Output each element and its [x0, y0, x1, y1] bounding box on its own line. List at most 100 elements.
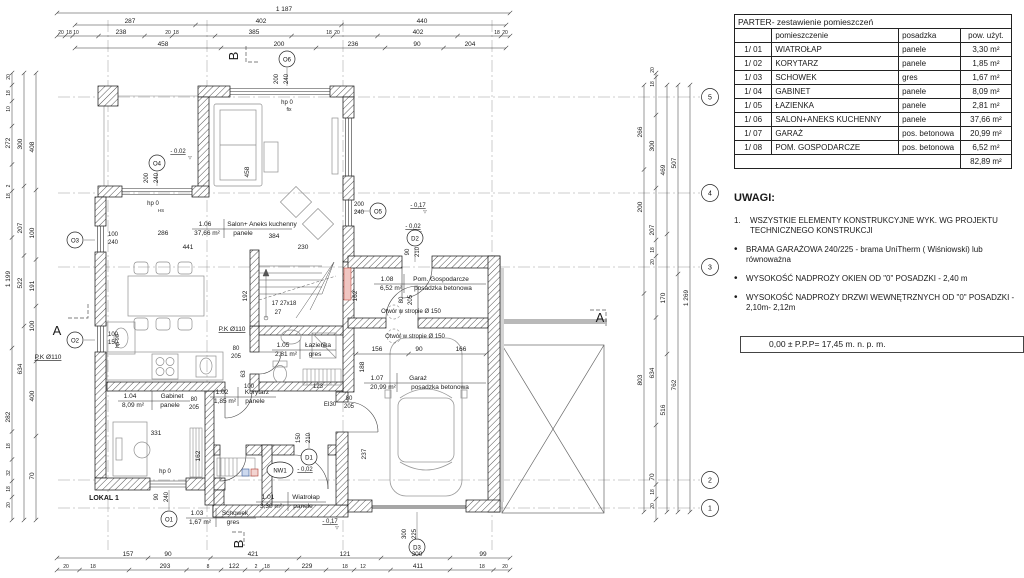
marker-bubble: [66, 331, 84, 349]
plan-label: 293: [160, 563, 171, 570]
plan-label: 20,99 m²: [370, 384, 396, 391]
col-header-floor: posadzka: [898, 28, 961, 43]
tv-cabinet: [331, 117, 339, 175]
plan-label: 240: [354, 210, 365, 216]
dim-tick: [641, 291, 647, 296]
table-cell: 1/ 06: [733, 112, 773, 127]
dim-tick: [184, 567, 189, 573]
plan-label: Otwór w stropie Ø 150: [381, 309, 441, 315]
plan-label: 18: [650, 489, 656, 495]
table-cell: ŁAZIENKA: [771, 98, 900, 113]
plan-label: 90: [164, 551, 172, 558]
toilet-tank: [272, 360, 288, 368]
plan-label: 20: [58, 30, 64, 36]
notes-heading: UWAGI:: [734, 192, 775, 204]
plan-label: - 0,02: [405, 224, 421, 230]
plan-label: 230: [298, 244, 309, 251]
plan-label: 522: [17, 277, 24, 288]
plan-label: 20: [650, 67, 656, 73]
dim-tick: [33, 257, 39, 262]
plan-label: 20: [6, 502, 12, 508]
plan-label: 20: [650, 503, 656, 509]
dim-tick: [406, 351, 411, 357]
grid-bubble: [701, 499, 719, 517]
grid-bubble-label: 3: [708, 265, 712, 272]
dim-tick: [96, 33, 101, 39]
dim-tick: [664, 509, 670, 515]
plan-label: 10: [6, 106, 12, 112]
dim-tick: [507, 10, 513, 16]
plan-label: 207: [649, 224, 656, 235]
dim-tick: [441, 45, 446, 51]
plan-label: 1.05: [277, 342, 290, 349]
plan-label: 421: [248, 551, 259, 558]
plan-label: hp 0: [147, 201, 159, 207]
dim-tick: [72, 22, 78, 28]
plan-label: 402: [256, 18, 267, 25]
plan-label: Łazienka: [305, 342, 331, 349]
plan-label: Schowek: [222, 510, 249, 517]
plan-label: 18: [6, 90, 12, 96]
plan-label: 63: [240, 370, 247, 378]
plan-label: Garaż: [409, 375, 427, 382]
dim-tick: [675, 509, 681, 515]
col-header-area: pow. użyt.: [959, 28, 1013, 43]
dim-tick: [259, 567, 264, 573]
note-bullet-2: • WYSOKOŚĆ NADPROŻY OKIEN OD "0" POSADZK…: [734, 272, 968, 284]
plan-label: posadzka betonowa: [414, 285, 472, 292]
plan-label: Pom. Gospodarcze: [413, 276, 469, 283]
plan-label: 204: [465, 41, 476, 48]
plan-label: 20: [502, 564, 508, 570]
marker-label: D3: [413, 545, 421, 551]
plan-label: 99: [479, 551, 487, 558]
marker-label: NW1: [273, 468, 287, 474]
plan-label: 1 187: [276, 6, 293, 13]
marker-bubble: [300, 448, 318, 466]
dim-tick: [9, 188, 15, 194]
grid-bubble-label: 4: [708, 191, 712, 198]
dim-tick: [54, 33, 60, 39]
dim-tick: [653, 482, 659, 487]
dim-tick: [675, 82, 681, 88]
plan-label: 150: [108, 340, 119, 346]
plan-label: hp 0: [159, 469, 171, 475]
level-datum-box: 0,00 ± P.P.P= 17,45 m. n. p. m.: [740, 336, 1024, 353]
doors: [219, 267, 433, 490]
plan-label: 210: [306, 432, 312, 443]
plan-label: 18: [494, 30, 500, 36]
toilet: [273, 365, 287, 383]
plan-label: 229: [302, 563, 313, 570]
plan-label: 803: [637, 374, 644, 385]
dim-tick: [388, 567, 393, 573]
stairs: [258, 261, 337, 321]
dim-tick: [653, 422, 659, 428]
col-header-room: pomieszczenie: [771, 28, 900, 43]
plan-label: P.K Ø110: [219, 326, 246, 333]
dim-tick: [664, 351, 670, 357]
plan-label: 32: [6, 470, 12, 476]
dim-tick: [498, 33, 504, 39]
dim-tick: [212, 33, 218, 39]
exterior-gray-strips: [372, 268, 607, 509]
table-cell: GARAŻ: [771, 126, 900, 141]
plan-label: 6,52 m²: [380, 285, 403, 292]
dim-tick: [21, 183, 27, 189]
marker-label: O2: [71, 338, 80, 344]
plan-label: gres: [309, 351, 322, 358]
dim-tick: [21, 70, 27, 76]
grid-bubble: [701, 471, 719, 489]
dim-tick: [70, 33, 75, 39]
plan-label: 2,81 m²: [275, 351, 298, 358]
plan-label: 80: [191, 397, 198, 403]
plan-label: 20: [6, 74, 12, 80]
plan-label: 100: [108, 332, 119, 338]
plan-label: 20: [650, 259, 656, 265]
kitchen-counter: [106, 321, 136, 355]
dim-tick: [21, 253, 27, 258]
desk: [112, 421, 148, 477]
dim-tick: [21, 323, 27, 329]
marker-bubble: [160, 510, 178, 528]
plan-label: 1 199: [5, 270, 12, 287]
